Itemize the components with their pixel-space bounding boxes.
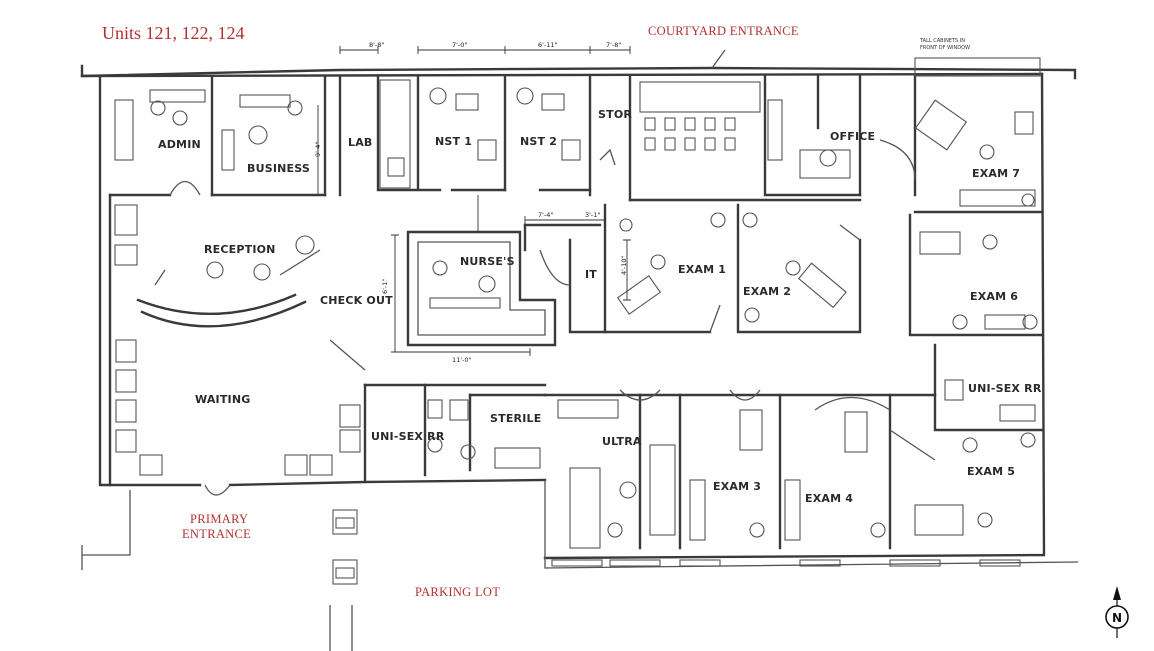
room-label-exam4: EXAM 4 [805,492,853,505]
room-label-exam6: EXAM 6 [970,290,1018,303]
primary-entrance-label-line2: ENTRANCE [182,527,251,541]
dim-label: 9'-4" [314,142,322,157]
compass-letter: N [1112,611,1122,625]
room-label-exam5: EXAM 5 [967,465,1015,478]
room-label-exam3: EXAM 3 [713,480,761,493]
room-label-business: BUSINESS [247,162,310,175]
room-label-admin: ADMIN [158,138,201,151]
room-label-nst2: NST 2 [520,135,557,148]
dim-label: 3'-1" [585,211,600,219]
room-label-uni-sex-rr-right: UNI-SEX RR [968,382,1042,395]
dim-label: 6'-11" [538,41,558,49]
dim-label: 6'-1" [381,279,389,294]
dim-label: 7'-8" [606,41,621,49]
room-label-reception: RECEPTION [204,243,276,256]
room-label-exam1: EXAM 1 [678,263,726,276]
room-label-ultra: ULTRA [602,435,642,448]
dim-label: 11'-0" [452,356,472,364]
room-label-it: IT [585,268,597,281]
room-label-exam2: EXAM 2 [743,285,791,298]
room-label-sterile: STERILE [490,412,541,425]
interior-walls [108,74,1044,550]
dim-label: 4'-10" [620,255,628,275]
north-arrow-icon: N [1105,586,1129,638]
room-label-exam7: EXAM 7 [972,167,1020,180]
dimension-lines [317,46,631,356]
parking-lot-label: PARKING LOT [415,585,500,599]
courtyard-entrance-label: COURTYARD ENTRANCE [648,24,799,38]
room-label-stor: STOR [598,108,632,121]
room-label-waiting: WAITING [195,393,250,406]
dim-label: 8'-8" [369,41,384,49]
dim-label: 7'-0" [452,41,467,49]
tall-cabinets-note-line1: TALL CABINETS IN [919,38,965,44]
room-label-nurses: NURSE'S [460,255,515,268]
room-label-check-out: CHECK OUT [320,294,393,307]
room-label-uni-sex-rr-left: UNI-SEX RR [371,430,445,443]
exterior-walls [80,49,1079,570]
room-label-office: OFFICE [830,130,875,143]
tall-cabinets-note-line2: FRONT OF WINDOW [920,45,970,51]
room-labels: ADMIN BUSINESS LAB NST 1 NST 2 STOR OFFI… [158,108,1042,505]
room-label-nst1: NST 1 [435,135,472,148]
dimension-labels: 8'-8" 7'-0" 6'-11" 7'-8" 7'-4" 3'-1" 6'-… [314,41,628,364]
plan-title: Units 121, 122, 124 [102,23,245,43]
primary-entrance-label-line1: PRIMARY [190,512,248,526]
room-label-lab: LAB [348,136,373,149]
dim-label: 7'-4" [538,211,553,219]
furniture [114,57,1041,651]
